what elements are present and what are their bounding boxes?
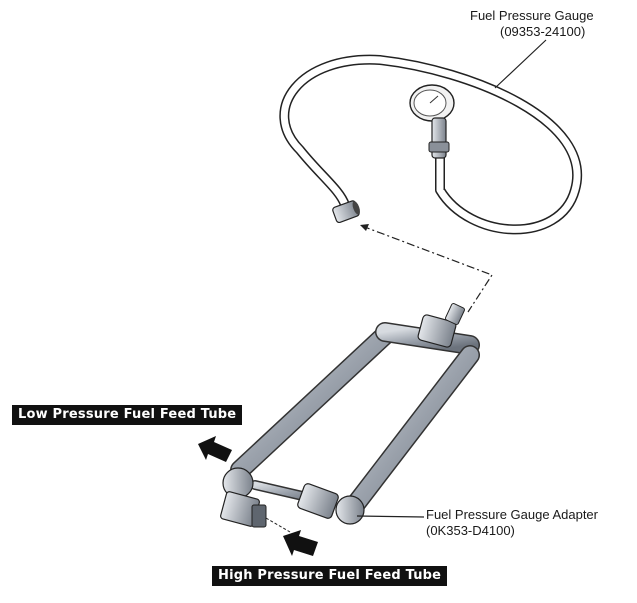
fuel-pressure-gauge-adapter-label: Fuel Pressure Gauge Adapter (0K353-D4100… <box>426 507 636 539</box>
fuel-pressure-gauge-adapter <box>220 303 480 528</box>
low-pressure-fuel-feed-tube-tag: Low Pressure Fuel Feed Tube <box>12 405 243 425</box>
fuel-pressure-gauge-label: Fuel Pressure Gauge (09353-24100) <box>470 8 637 40</box>
dashed-line-high-pressure <box>265 517 291 533</box>
high-pressure-fuel-feed-tube-tag: High Pressure Fuel Feed Tube <box>212 566 448 586</box>
dash-dot-connection-line <box>361 225 493 313</box>
gauge-part-number: (09353-24100) <box>500 24 586 39</box>
adapter-name: Fuel Pressure Gauge Adapter <box>426 507 598 522</box>
adapter-part-number: (0K353-D4100) <box>426 523 515 538</box>
pointer-arrow-icon <box>283 530 318 556</box>
fuel-pressure-gauge <box>279 54 583 235</box>
pointer-arrow-icon <box>198 436 232 462</box>
gauge-leader-line <box>494 39 547 89</box>
adapter-leader-line <box>356 515 425 518</box>
gauge-name: Fuel Pressure Gauge <box>470 8 594 23</box>
